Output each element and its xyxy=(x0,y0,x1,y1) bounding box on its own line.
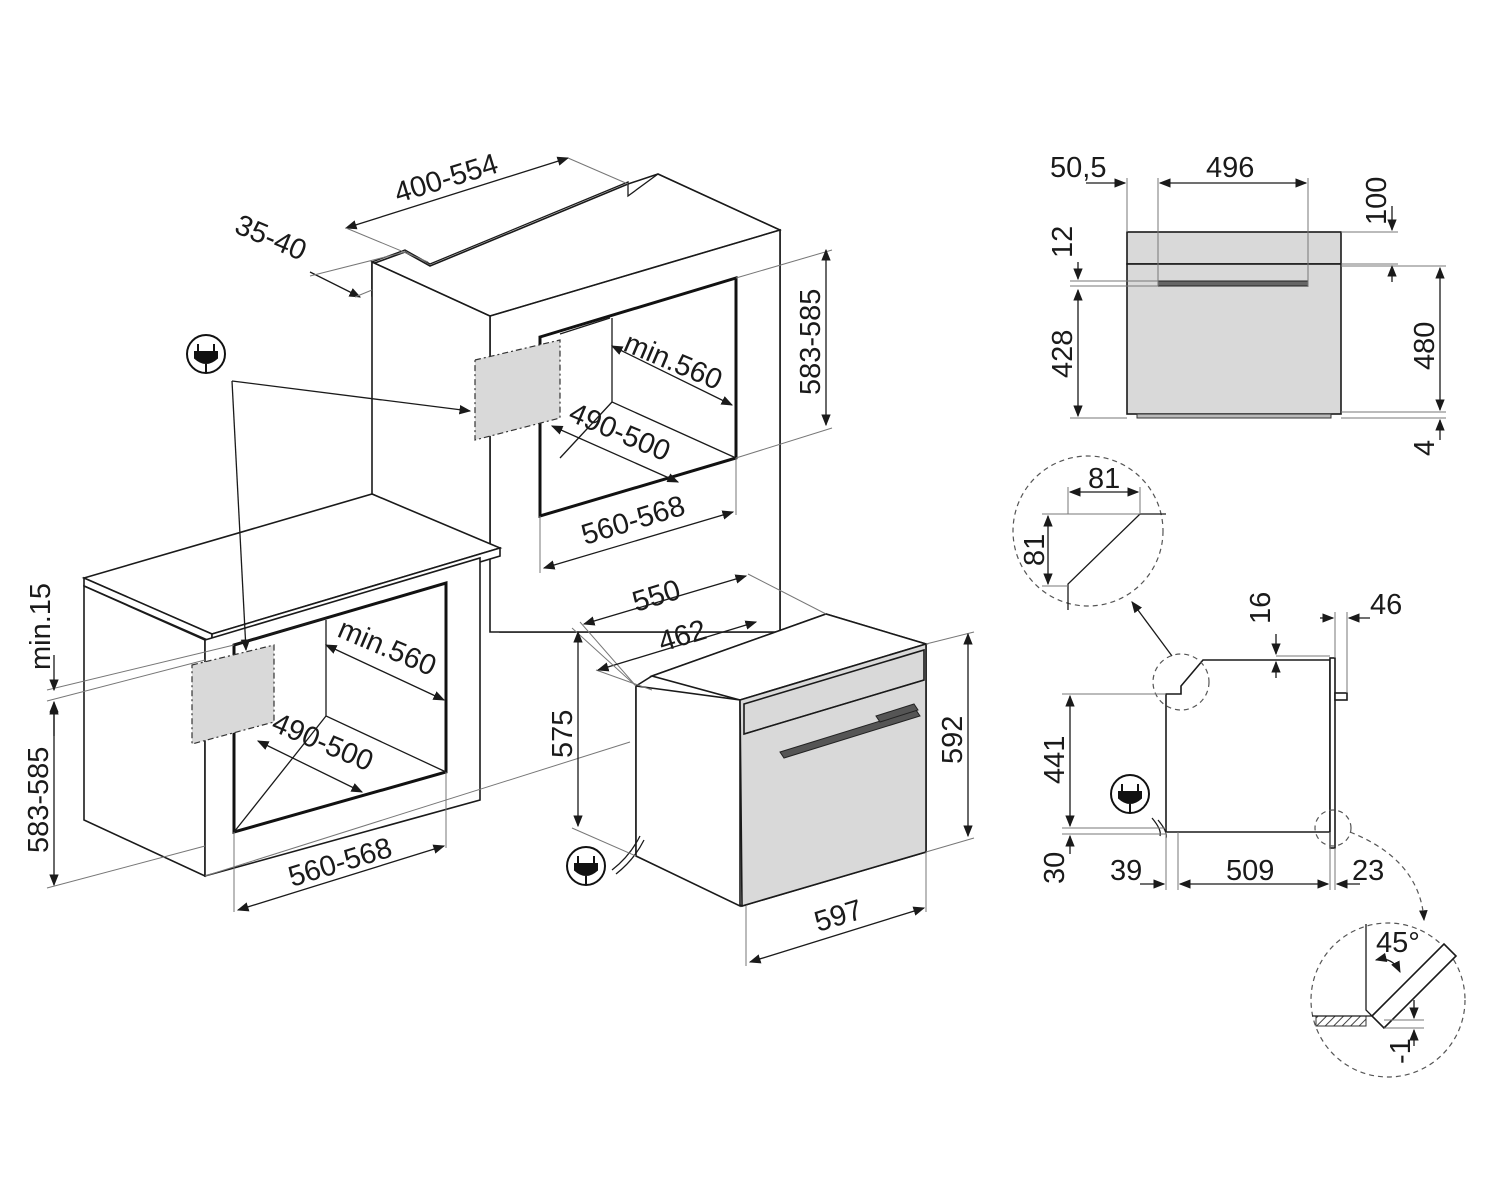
dim-front-total-height: 480 xyxy=(1409,322,1441,370)
dim-front-inner-width: 496 xyxy=(1206,152,1254,184)
lower-niche: min.15 583-585 min.560 490-500 560-568 xyxy=(23,493,631,912)
dim-side-front-depth: 46 xyxy=(1370,589,1402,621)
dim-front-bottom-gap: 4 xyxy=(1409,440,1441,456)
plug-icon xyxy=(1110,774,1150,814)
dim-front-side-offset: 50,5 xyxy=(1050,152,1106,184)
dim-front-top-gap: 100 xyxy=(1361,177,1393,225)
dim-lower-clearance: min.15 xyxy=(25,583,57,670)
dim-front-panel-height: 12 xyxy=(1047,226,1079,258)
dim-side-back-offset: 39 xyxy=(1110,855,1142,887)
dim-door-angle: 45° xyxy=(1376,927,1420,959)
dim-upper-height: 583-585 xyxy=(795,289,827,395)
dim-door-offset: -1 xyxy=(1385,1038,1417,1064)
dim-side-front-offset: 23 xyxy=(1352,855,1384,887)
dim-upper-depth-top: 400-554 xyxy=(391,148,502,210)
dim-side-top-offset: 16 xyxy=(1245,592,1277,624)
plug-icon xyxy=(186,334,226,374)
door-detail: 45° -1 xyxy=(1310,922,1466,1078)
dim-oven-height-front: 592 xyxy=(937,716,969,764)
oven-front-view: 50,5 496 100 12 428 480 4 xyxy=(1047,152,1446,456)
dim-corner-horizontal: 81 xyxy=(1088,463,1120,495)
dim-side-height: 441 xyxy=(1039,736,1071,784)
dim-side-bottom: 30 xyxy=(1039,852,1071,884)
upper-niche: 400-554 35-40 583-585 min.560 490-500 56… xyxy=(230,148,833,633)
plug-icon xyxy=(566,846,606,886)
dim-lower-height: 583-585 xyxy=(23,747,55,853)
dim-front-body-height: 428 xyxy=(1047,330,1079,378)
dim-oven-height-body: 575 xyxy=(547,710,579,758)
dim-corner-vertical: 81 xyxy=(1019,534,1051,566)
dim-side-depth: 509 xyxy=(1226,855,1274,887)
dim-oven-width-front: 597 xyxy=(811,894,867,939)
corner-detail: 81 81 xyxy=(1012,455,1173,657)
oven-side-view: 16 46 441 30 39 509 23 xyxy=(1039,589,1428,922)
dim-upper-back-gap: 35-40 xyxy=(230,209,311,267)
